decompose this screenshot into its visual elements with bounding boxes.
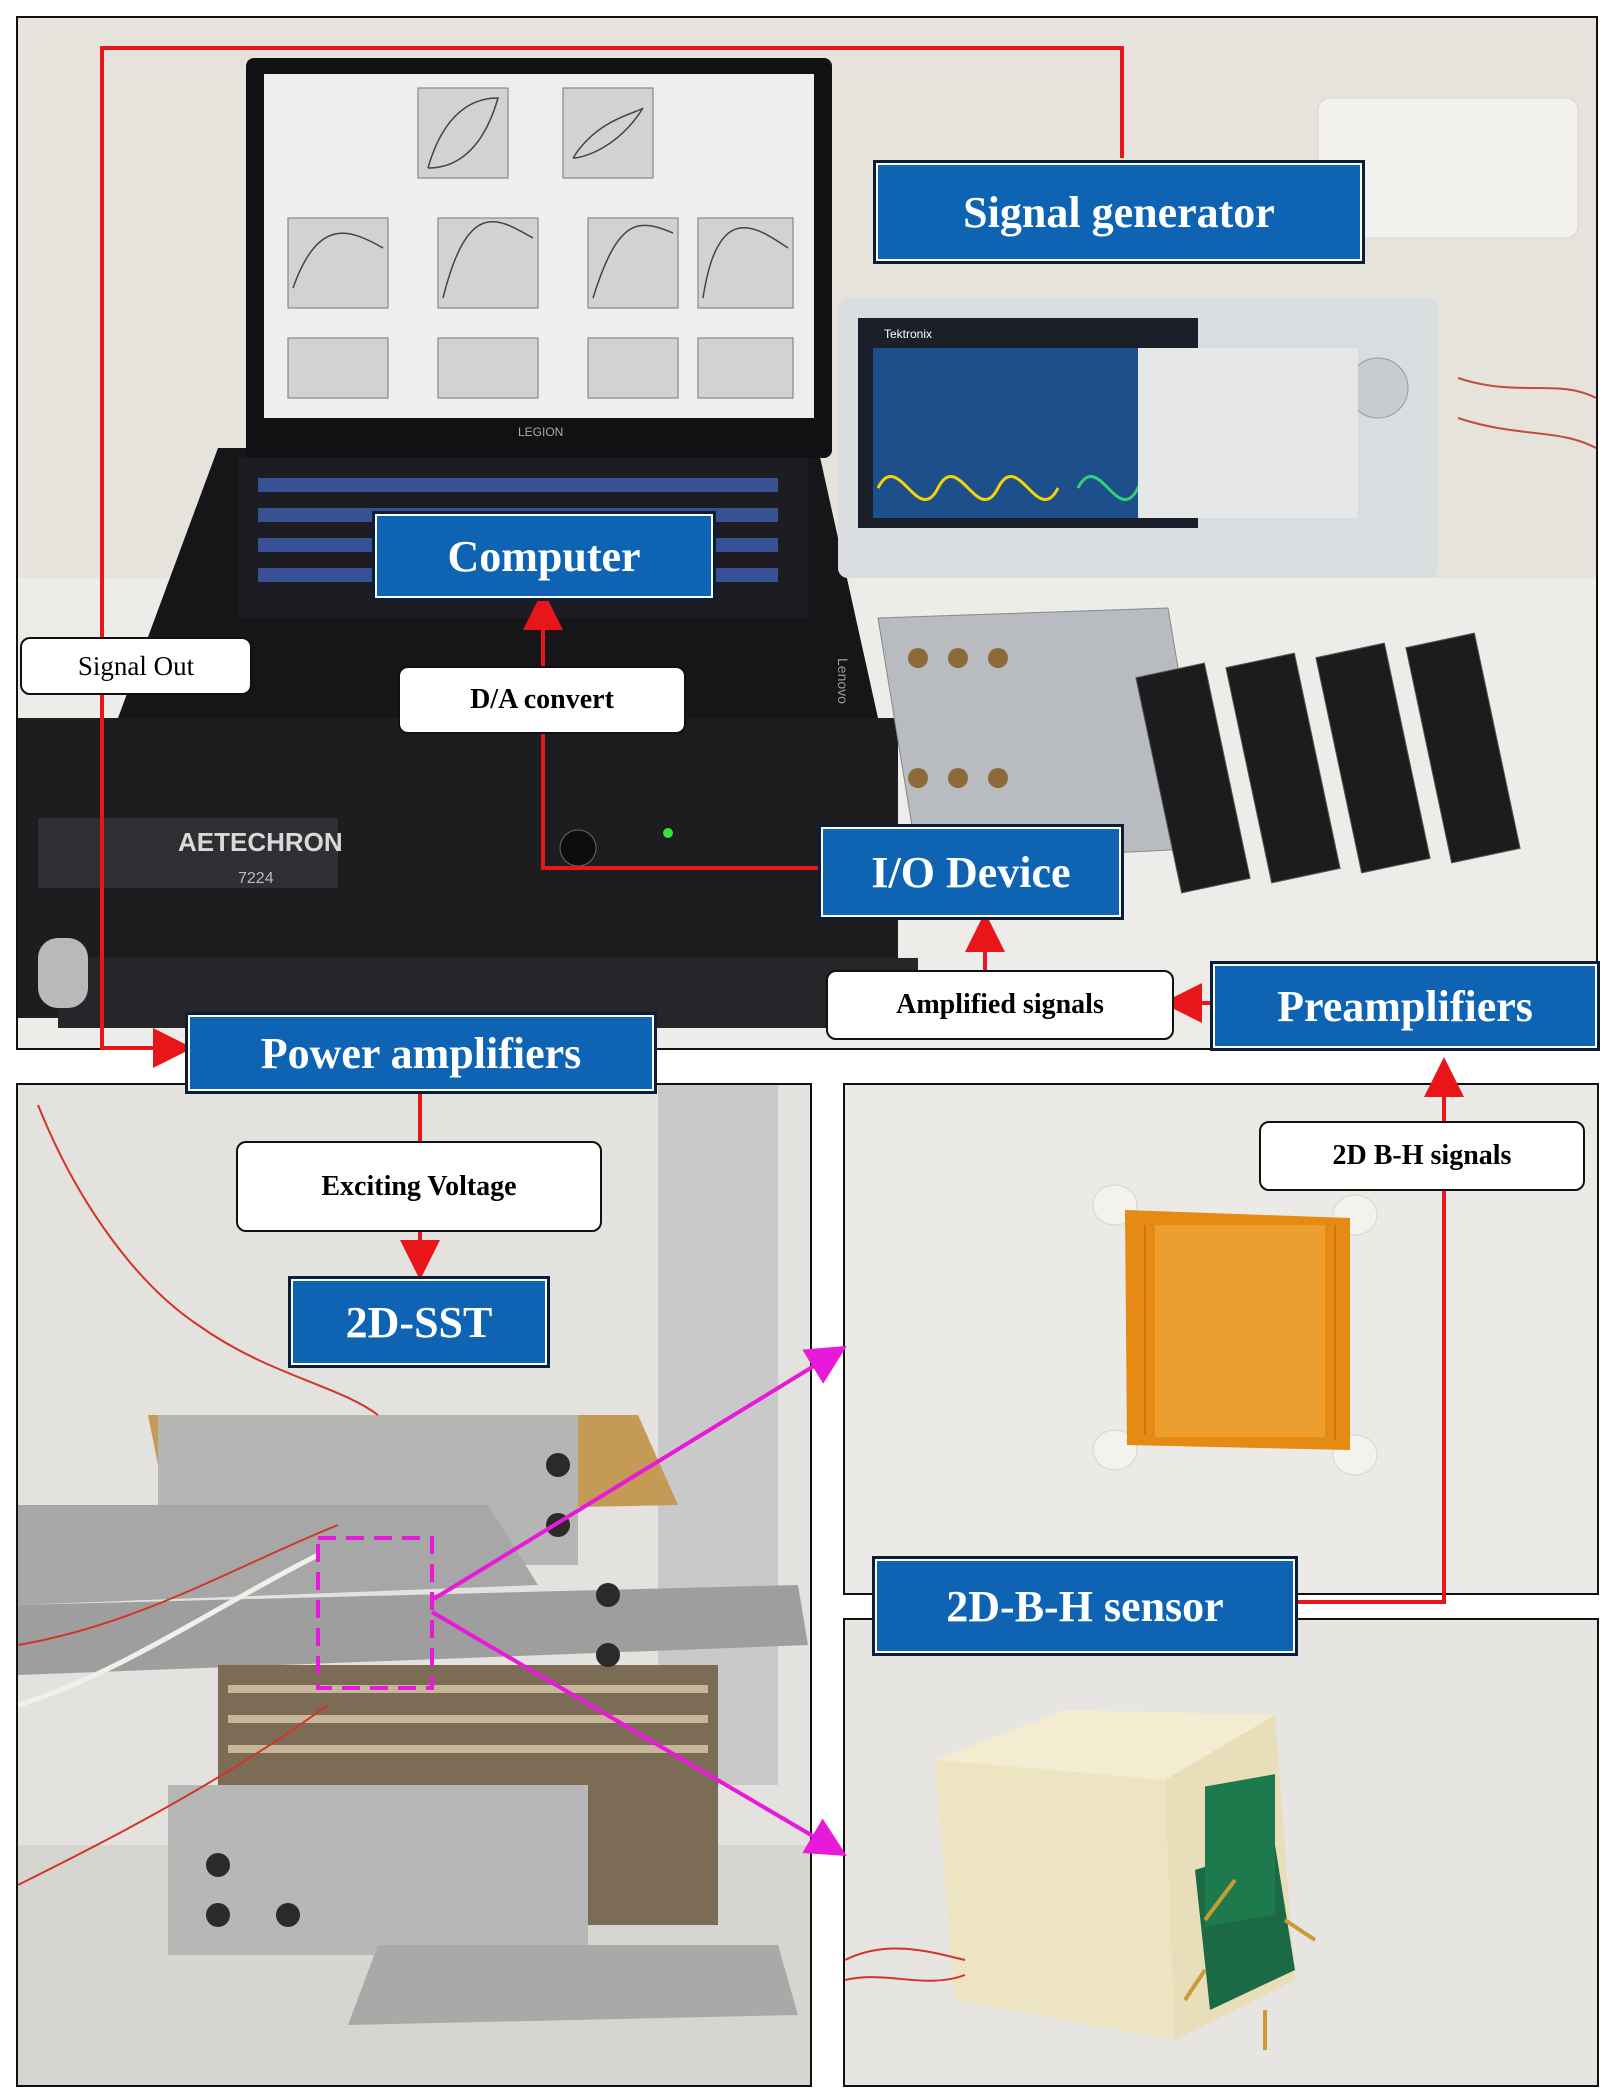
signal-generator-label: Signal generator bbox=[873, 160, 1365, 264]
amplified-signals-label: Amplified signals bbox=[826, 970, 1174, 1040]
bh-signals-label: 2D B-H signals bbox=[1259, 1121, 1585, 1191]
scope-brand-text: Tektronix bbox=[884, 327, 932, 341]
signal-out-label: Signal Out bbox=[20, 637, 252, 695]
bh-signals-line bbox=[1292, 1057, 1464, 1604]
sst-label: 2D-SST bbox=[288, 1276, 550, 1368]
lid-brand-text: Lenovo bbox=[835, 658, 851, 704]
da-convert-label: D/A convert bbox=[398, 666, 686, 734]
signal-out-line bbox=[100, 46, 1124, 1068]
sensor-illustration bbox=[845, 1620, 1597, 2085]
amp-model-text: 7224 bbox=[238, 870, 274, 887]
io-device-label: I/O Device bbox=[818, 824, 1124, 920]
computer-label: Computer bbox=[372, 511, 716, 601]
sensor-location-box bbox=[316, 1536, 434, 1690]
preamplifiers-label: Preamplifiers bbox=[1210, 961, 1600, 1051]
zoom-arrow-sensor bbox=[430, 1610, 847, 1857]
zoom-arrow-sample bbox=[430, 1345, 847, 1602]
sensor-photo bbox=[843, 1618, 1599, 2087]
sensor-label: 2D-B-H sensor bbox=[872, 1556, 1298, 1656]
laptop-brand-text: LEGION bbox=[518, 425, 563, 439]
exciting-voltage-label: Exciting Voltage bbox=[236, 1141, 602, 1232]
sst-photo bbox=[16, 1083, 812, 2087]
power-amplifiers-label: Power amplifiers bbox=[185, 1012, 657, 1094]
amp-brand-text: AETECHRON bbox=[178, 827, 343, 857]
